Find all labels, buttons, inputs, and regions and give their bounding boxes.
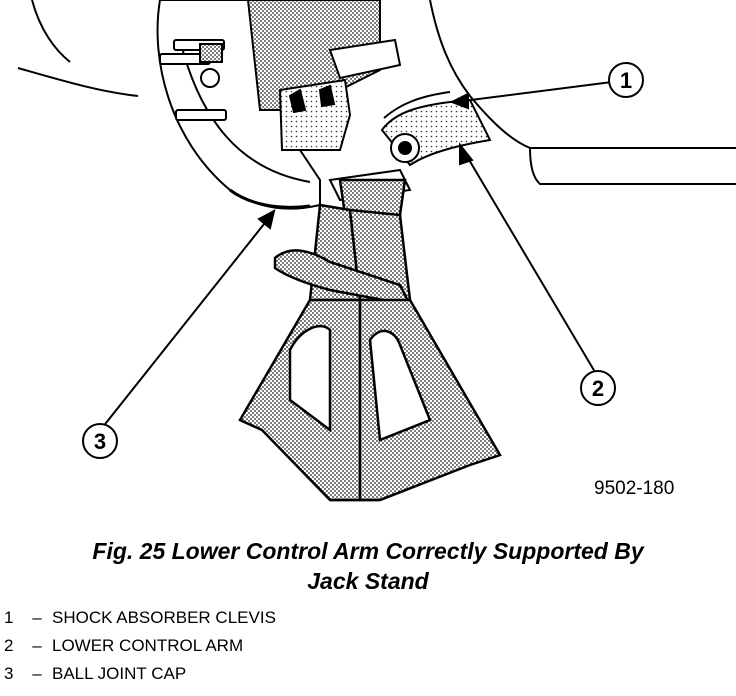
callout-3: 3 — [82, 423, 118, 459]
vehicle-body — [17, 0, 736, 185]
legend-separator: – — [32, 636, 42, 655]
jack-stand-illustration: 1 2 3 — [17, 0, 736, 502]
legend: 1–SHOCK ABSORBER CLEVIS 2–LOWER CONTROL … — [4, 604, 276, 688]
figure-caption: Fig. 25 Lower Control Arm Correctly Supp… — [0, 536, 736, 596]
figure-id: 9502-180 — [594, 478, 675, 499]
caption-line-2: Jack Stand — [307, 568, 429, 594]
jack-stand — [238, 178, 502, 502]
wheel-studs — [159, 39, 227, 121]
caption-line-1: Fig. 25 Lower Control Arm Correctly Supp… — [92, 538, 644, 564]
legend-number: 3 — [4, 664, 14, 683]
svg-text:3: 3 — [94, 429, 106, 454]
brake-hub-assembly — [156, 0, 402, 210]
legend-label: SHOCK ABSORBER CLEVIS — [52, 608, 276, 627]
callout-2: 2 — [580, 370, 616, 406]
legend-item: 2–LOWER CONTROL ARM — [4, 632, 276, 660]
legend-item: 3–BALL JOINT CAP — [4, 660, 276, 688]
leader-lines — [101, 81, 613, 429]
legend-label: BALL JOINT CAP — [52, 664, 187, 683]
legend-number: 2 — [4, 636, 14, 655]
legend-separator: – — [32, 608, 42, 627]
callout-1: 1 — [608, 62, 644, 98]
legend-label: LOWER CONTROL ARM — [52, 636, 244, 655]
legend-separator: – — [32, 664, 42, 683]
svg-text:1: 1 — [620, 68, 632, 93]
legend-number: 1 — [4, 608, 14, 627]
svg-text:2: 2 — [592, 376, 604, 401]
legend-item: 1–SHOCK ABSORBER CLEVIS — [4, 604, 276, 632]
